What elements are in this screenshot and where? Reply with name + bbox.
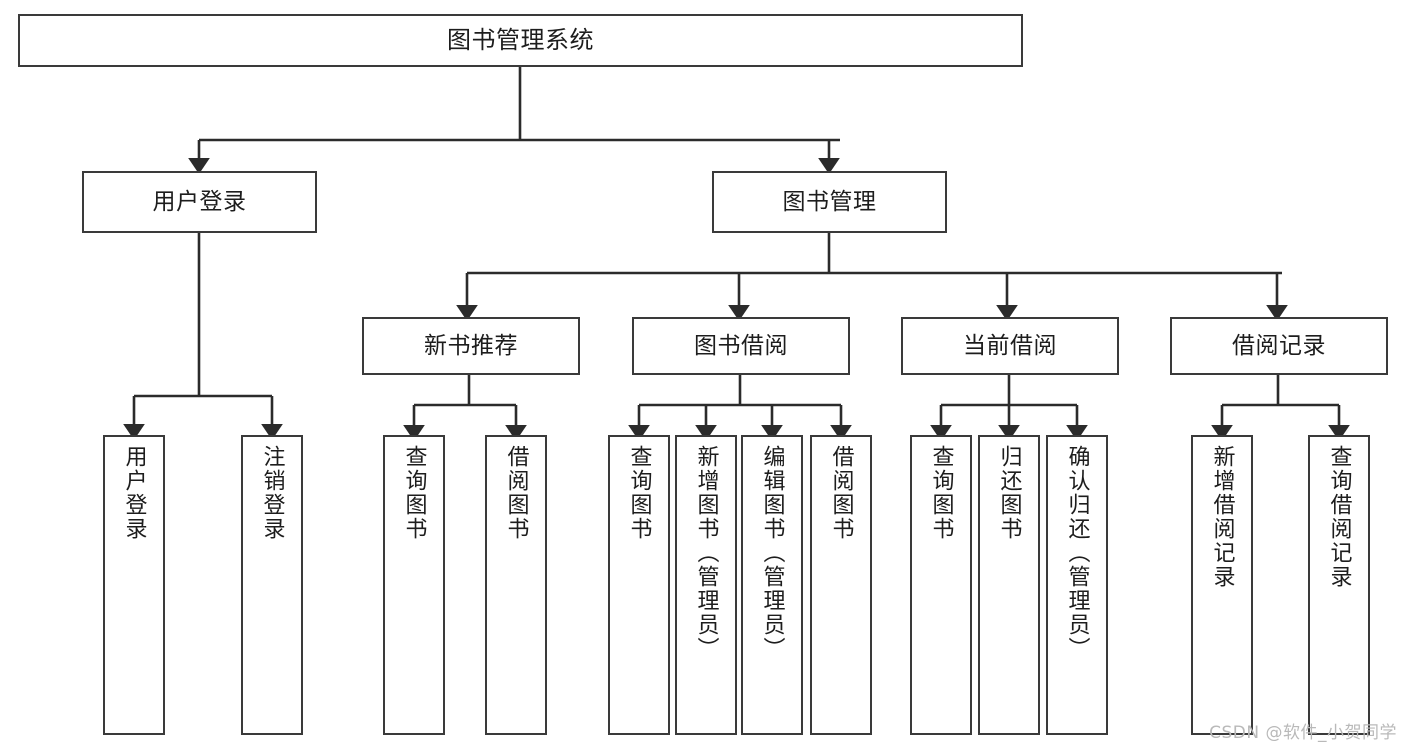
node-label: 新增借阅记录: [1209, 445, 1235, 589]
node-label: 用户登录: [121, 445, 147, 541]
node-leaf-return-book[interactable]: 归还图书: [978, 435, 1040, 735]
node-label: 借阅记录: [1232, 332, 1326, 359]
node-label: 查询图书: [626, 445, 652, 541]
watermark-text: CSDN @软件_小贺同学: [1209, 723, 1397, 743]
node-book-manage[interactable]: 图书管理: [712, 171, 947, 233]
node-label: 借阅图书: [828, 445, 854, 541]
node-leaf-query-book-borrow[interactable]: 查询图书: [608, 435, 670, 735]
node-leaf-user-login[interactable]: 用户登录: [103, 435, 165, 735]
node-new-book-recommend[interactable]: 新书推荐: [362, 317, 580, 375]
node-label: 查询借阅记录: [1326, 445, 1352, 589]
node-label: 图书借阅: [694, 332, 788, 359]
node-leaf-confirm-return[interactable]: 确认归还（管理员）: [1046, 435, 1108, 735]
node-leaf-query-book-current[interactable]: 查询图书: [910, 435, 972, 735]
node-label: 新书推荐: [424, 332, 518, 359]
node-label: 编辑图书（管理员）: [759, 445, 785, 661]
node-label: 归还图书: [996, 445, 1022, 541]
node-label: 查询图书: [401, 445, 427, 541]
node-root-book-management-system[interactable]: 图书管理系统: [18, 14, 1023, 67]
node-label: 用户登录: [152, 188, 247, 215]
node-borrow-record[interactable]: 借阅记录: [1170, 317, 1388, 375]
node-label: 图书管理系统: [447, 25, 594, 54]
node-leaf-query-borrow-record[interactable]: 查询借阅记录: [1308, 435, 1370, 735]
node-label: 查询图书: [928, 445, 954, 541]
node-leaf-edit-book[interactable]: 编辑图书（管理员）: [741, 435, 803, 735]
node-leaf-query-book-recommend[interactable]: 查询图书: [383, 435, 445, 735]
node-label: 图书管理: [782, 188, 877, 215]
node-label: 借阅图书: [503, 445, 529, 541]
node-label: 当前借阅: [963, 332, 1057, 359]
node-leaf-add-book[interactable]: 新增图书（管理员）: [675, 435, 737, 735]
node-leaf-add-borrow-record[interactable]: 新增借阅记录: [1191, 435, 1253, 735]
node-label: 新增图书（管理员）: [693, 445, 719, 661]
node-leaf-logout-login[interactable]: 注销登录: [241, 435, 303, 735]
node-leaf-borrow-book-recommend[interactable]: 借阅图书: [485, 435, 547, 735]
node-book-borrow[interactable]: 图书借阅: [632, 317, 850, 375]
node-label: 注销登录: [259, 445, 285, 541]
node-label: 确认归还（管理员）: [1064, 445, 1090, 661]
node-leaf-borrow-book[interactable]: 借阅图书: [810, 435, 872, 735]
node-current-borrow[interactable]: 当前借阅: [901, 317, 1119, 375]
node-user-login[interactable]: 用户登录: [82, 171, 317, 233]
